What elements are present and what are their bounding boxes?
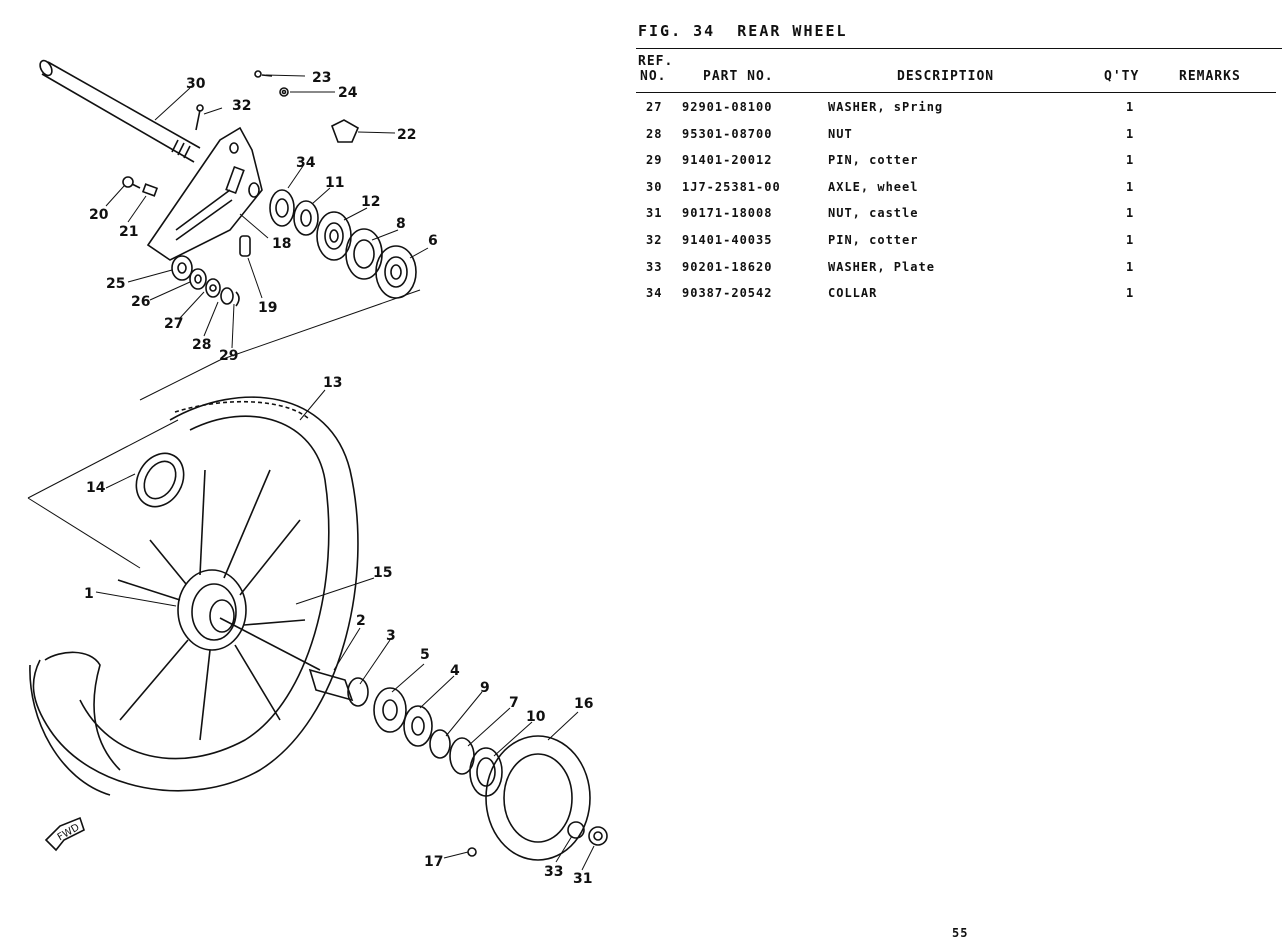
leader-lines: [27, 74, 595, 871]
table-header: REF. NO. PART NO. DESCRIPTION Q'TY REMAR…: [636, 52, 1276, 93]
page-number: 55: [952, 926, 969, 940]
header-qty: Q'TY: [1104, 69, 1140, 84]
bearing-stack: [269, 189, 417, 299]
title-rule: [636, 48, 1282, 49]
callout-13: 13: [323, 375, 342, 391]
cell-ref: 28: [646, 126, 663, 141]
callout-12: 12: [361, 194, 380, 210]
cell-description: WASHER, Plate: [828, 259, 935, 274]
cell-ref: 34: [646, 286, 663, 301]
cell-part-no: 92901-08100: [682, 100, 773, 114]
callout-33: 33: [544, 864, 563, 880]
table-row: 29 91401-20012 PIN, cotter 1: [636, 148, 1276, 175]
cell-ref: 32: [646, 232, 663, 247]
callout-32: 32: [232, 98, 251, 114]
cell-part-no: 1J7-25381-00: [682, 179, 781, 194]
callout-34: 34: [296, 155, 316, 171]
callout-5: 5: [420, 647, 430, 663]
callout-24: 24: [338, 85, 358, 101]
cell-description: PIN, cotter: [828, 232, 919, 247]
cell-ref: 29: [646, 153, 663, 168]
callout-22: 22: [397, 127, 416, 143]
callout-11: 11: [325, 175, 344, 191]
cell-ref: 33: [646, 259, 663, 274]
cell-description: NUT, castle: [828, 206, 919, 221]
callout-30: 30: [186, 76, 206, 92]
wheel-side-hardware: [219, 617, 608, 861]
callout-9: 9: [480, 680, 490, 696]
table-row: 32 91401-40035 PIN, cotter 1: [636, 228, 1276, 255]
cell-qty: 1: [1126, 232, 1135, 247]
table-body: 27 92901-08100 WASHER, sPring 1 28 95301…: [636, 93, 1276, 308]
header-description: DESCRIPTION: [897, 69, 995, 84]
callout-23: 23: [312, 70, 331, 86]
cell-part-no: 91401-40035: [682, 232, 773, 247]
table-row: 31 90171-18008 NUT, castle 1: [636, 201, 1276, 228]
exploded-wheel-diagram: FWD 30 32 23 24 22 34 11 12 8 6 20 21 18…: [0, 0, 620, 950]
callout-4: 4: [450, 663, 460, 679]
cell-ref: 27: [646, 100, 663, 114]
callout-8: 8: [396, 216, 406, 232]
cell-qty: 1: [1126, 126, 1135, 141]
header-remarks: REMARKS: [1179, 69, 1241, 84]
header-part-no: PART NO.: [703, 69, 774, 84]
cell-description: PIN, cotter: [828, 153, 919, 168]
callout-2: 2: [356, 613, 366, 629]
callout-16: 16: [574, 696, 593, 712]
cell-description: NUT: [828, 126, 853, 141]
cell-description: COLLAR: [828, 286, 878, 301]
table-row: 28 95301-08700 NUT 1: [636, 122, 1276, 149]
rear-wheel-assembly: [29, 396, 359, 796]
cell-ref: 31: [646, 206, 663, 221]
table-row: 27 92901-08100 WASHER, sPring 1: [636, 95, 1276, 122]
callout-25: 25: [106, 276, 125, 292]
table-row: 33 90201-18620 WASHER, Plate 1: [636, 255, 1276, 282]
callout-26: 26: [131, 294, 150, 310]
callout-labels: 30 32 23 24 22 34 11 12 8 6 20 21 18 19 …: [84, 70, 593, 887]
header-ref-bottom: NO.: [640, 69, 667, 84]
table-row: 34 90387-20542 COLLAR 1: [636, 281, 1276, 308]
callout-20: 20: [89, 207, 109, 223]
cell-part-no: 90171-18008: [682, 206, 773, 221]
fwd-label: FWD: [56, 822, 82, 843]
axle-bracket-part: [146, 126, 263, 261]
cell-part-no: 91401-20012: [682, 153, 773, 168]
cell-qty: 1: [1126, 153, 1135, 168]
callout-17: 17: [424, 854, 443, 870]
callout-3: 3: [386, 628, 396, 644]
callout-10: 10: [526, 709, 546, 725]
forward-direction-icon: FWD: [44, 816, 85, 852]
parts-table: REF. NO. PART NO. DESCRIPTION Q'TY REMAR…: [636, 52, 1276, 308]
callout-19: 19: [258, 300, 277, 316]
figure-title: FIG. 34 REAR WHEEL: [638, 22, 848, 40]
cell-qty: 1: [1126, 286, 1135, 301]
callout-29: 29: [219, 348, 238, 364]
table-row: 30 1J7-25381-00 AXLE, wheel 1: [636, 175, 1276, 202]
cell-description: WASHER, sPring: [828, 100, 944, 114]
callout-1: 1: [84, 586, 94, 602]
cell-qty: 1: [1126, 206, 1135, 221]
callout-21: 21: [119, 224, 138, 240]
cell-qty: 1: [1126, 259, 1135, 274]
callout-31: 31: [573, 871, 592, 887]
cell-qty: 1: [1126, 179, 1135, 194]
cell-part-no: 95301-08700: [682, 126, 773, 141]
callout-6: 6: [428, 233, 438, 249]
callout-28: 28: [192, 337, 211, 353]
callout-14: 14: [86, 480, 106, 496]
axle-part: [39, 59, 201, 163]
cell-part-no: 90387-20542: [682, 286, 773, 301]
callout-18: 18: [272, 236, 291, 252]
callout-15: 15: [373, 565, 392, 581]
callout-27: 27: [164, 316, 183, 332]
cell-part-no: 90201-18620: [682, 259, 773, 274]
bolt-washer-hardware: [122, 70, 360, 307]
callout-7: 7: [509, 695, 519, 711]
cell-qty: 1: [1126, 100, 1135, 114]
cell-description: AXLE, wheel: [828, 179, 919, 194]
cell-ref: 30: [646, 179, 663, 194]
header-ref-top: REF.: [638, 54, 674, 69]
